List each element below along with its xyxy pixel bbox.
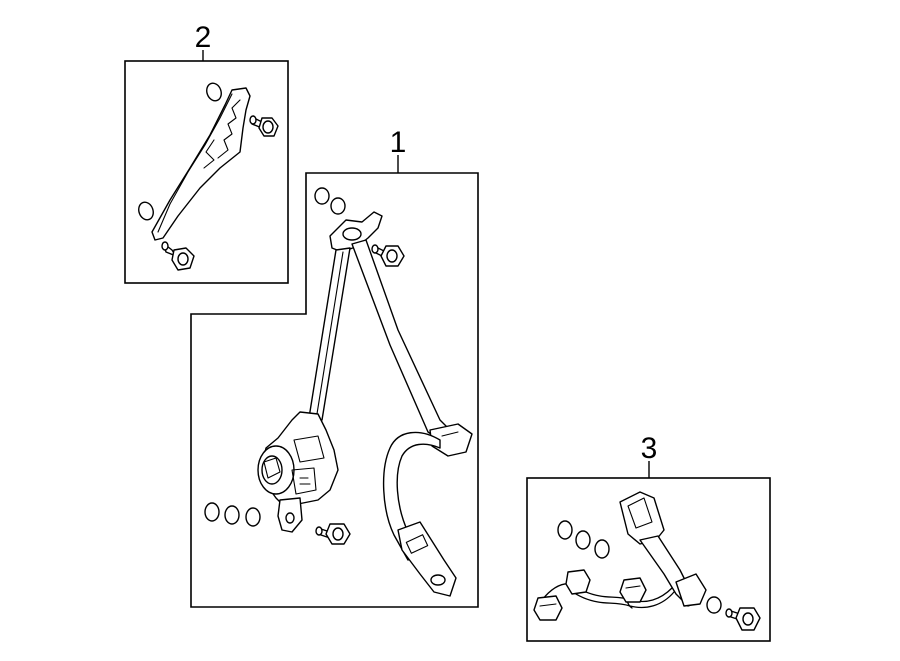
callout-group-1[interactable]: 1 [190,126,479,608]
callout-group-2[interactable]: 2 [124,21,289,284]
part-box-2 [124,60,289,284]
seat-belt-buckle-assembly-icon [533,491,761,631]
part-box-1 [190,172,479,608]
callout-number-1[interactable]: 1 [390,126,407,159]
height-adjuster-rail-icon [138,82,279,271]
callout-number-2[interactable]: 2 [195,21,212,54]
seat-belt-retractor-assembly-icon [204,187,473,597]
part-box-3 [526,477,771,642]
callout-group-3[interactable]: 3 [526,432,771,642]
callout-number-3[interactable]: 3 [641,432,658,465]
